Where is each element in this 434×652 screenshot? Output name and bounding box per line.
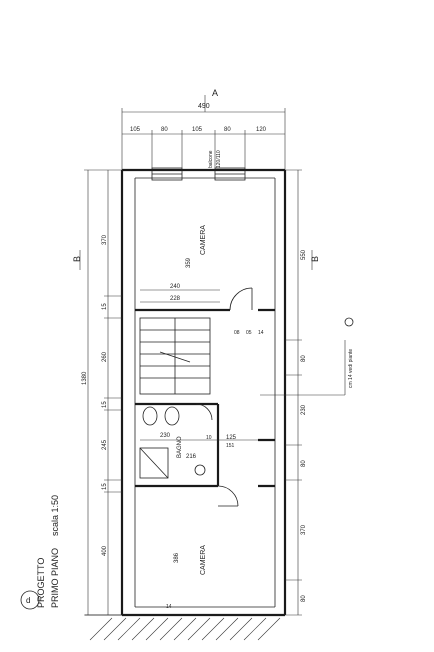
bathroom-fixtures: [139, 406, 206, 479]
dim-right-5: 370: [301, 524, 307, 535]
dim-interior-230: 230: [160, 433, 171, 439]
dim-left-2: 15: [102, 303, 108, 310]
dim-overall-length: 1380: [82, 371, 88, 385]
right-dimension-texts: 550 80 230 80 370 80: [301, 249, 307, 602]
interior-dimension-texts: 240 228 230 125 10 151 14 08 05 14: [160, 284, 264, 610]
top-dimension-texts: 490 105 80 105 80 120: [130, 103, 267, 133]
room-camera-top-area: 359: [186, 257, 192, 268]
dim-right-2: 80: [301, 355, 307, 362]
dim-interior-151: 151: [226, 443, 235, 449]
dim-interior-228: 228: [170, 296, 181, 302]
dim-left-3: 260: [102, 351, 108, 362]
stair-note-text: cm 14 vedi piante: [348, 349, 354, 388]
room-camera-bottom-area: 386: [174, 552, 180, 563]
room-camera-top: CAMERA: [200, 225, 207, 255]
dim-interior-125: 125: [226, 435, 237, 441]
dim-right-3: 230: [301, 404, 307, 415]
dimension-lines: [79, 95, 346, 616]
dim-interior-10: 10: [206, 435, 212, 441]
dim-interior-240: 240: [170, 284, 181, 290]
dim-left-6: 15: [102, 483, 108, 490]
section-a-label: A: [212, 88, 218, 98]
dim-top-1: 105: [130, 127, 141, 133]
dim-right-6: 80: [301, 595, 307, 602]
room-camera-bottom: CAMERA: [200, 545, 207, 575]
dim-overall-width: 490: [198, 103, 210, 110]
room-bagno: BAGNO: [177, 436, 183, 458]
stair-note: cm 14 vedi piante: [344, 317, 354, 388]
room-bagno-area: 216: [186, 454, 197, 460]
dim-top-4: 80: [224, 127, 231, 133]
window-note: balcone 120/110: [208, 150, 222, 168]
dim-left-5: 245: [102, 439, 108, 450]
window-note-line2: 120/110: [216, 150, 222, 168]
section-b-label-left: B: [72, 256, 82, 262]
dim-top-5: 120: [256, 127, 267, 133]
dim-left-7: 400: [102, 545, 108, 556]
room-labels: CAMERA 359 BAGNO 216 CAMERA 386: [174, 225, 207, 575]
dim-right-1: 550: [301, 249, 307, 260]
title-block: PROGETTO PRIMO PIANO scala 1:50 d: [20, 495, 60, 610]
title-line1: PROGETTO: [36, 558, 46, 608]
top-windows: [151, 167, 246, 181]
interior-walls: [135, 308, 275, 488]
window-note-line1: balcone: [208, 150, 214, 168]
doors: [195, 287, 253, 507]
dim-left-1: 370: [102, 234, 108, 245]
dim-top-2: 80: [161, 127, 168, 133]
sheet-number: d: [26, 596, 30, 605]
left-dimension-texts: 1380 370 15 260 15 245 15 400: [82, 234, 108, 556]
title-scale: scala 1:50: [50, 495, 60, 536]
dim-right-4: 80: [301, 460, 307, 467]
dim-interior-08: 08: [234, 330, 240, 336]
section-markers: A B B: [72, 88, 320, 262]
dim-interior-05: 05: [246, 330, 252, 336]
dim-interior-14: 14: [166, 604, 172, 610]
section-b-label-right: B: [310, 256, 320, 262]
dim-left-4: 15: [102, 401, 108, 408]
dim-interior-14b: 14: [258, 330, 264, 336]
title-line2: PRIMO PIANO: [50, 548, 60, 608]
ground-hatch: [85, 614, 285, 641]
staircase: [139, 317, 211, 395]
dim-top-3: 105: [192, 127, 203, 133]
